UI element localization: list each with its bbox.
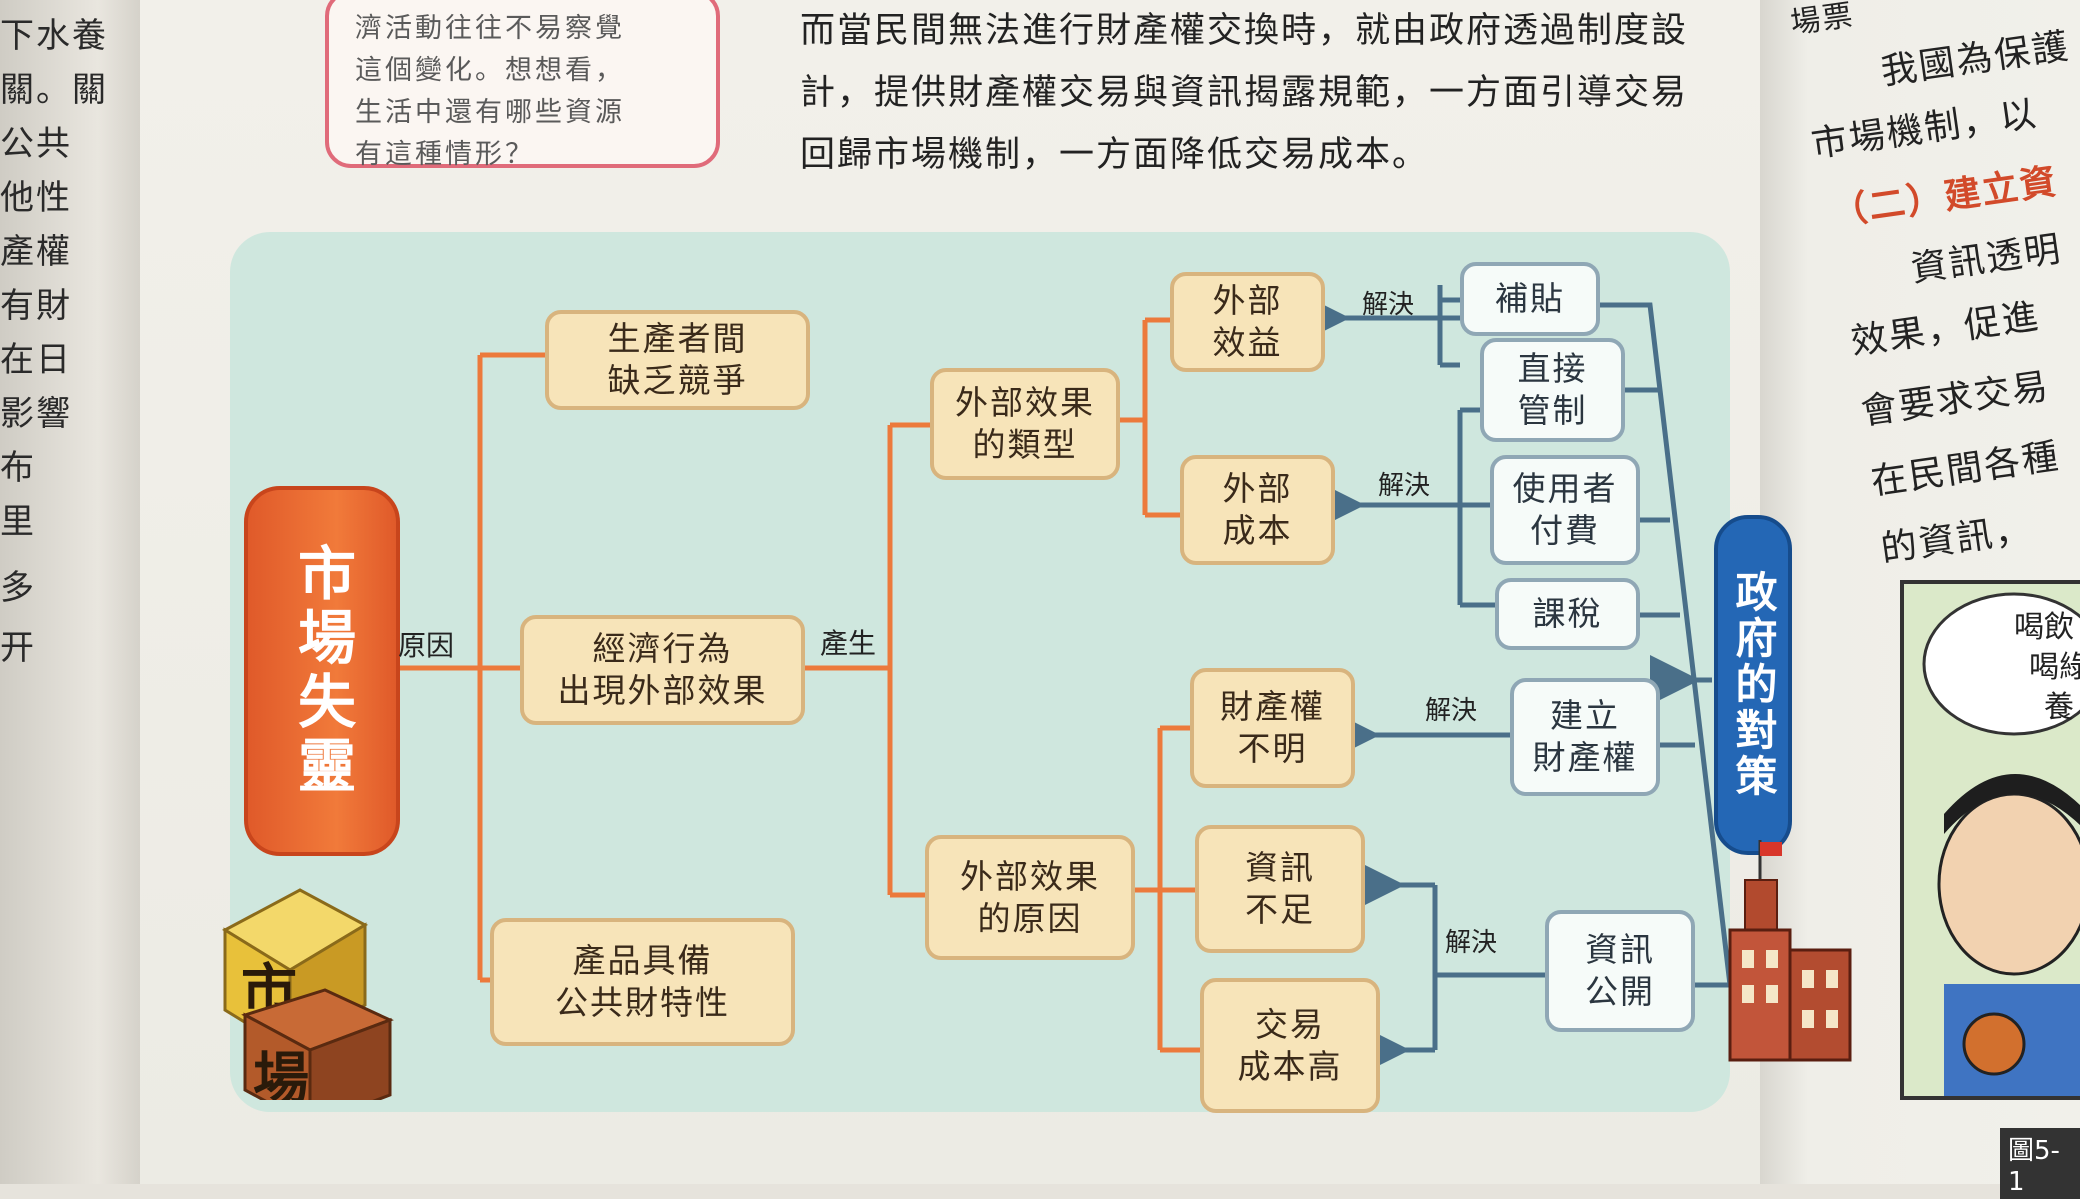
box-line: 不足 bbox=[1245, 890, 1315, 929]
solve-label: 解決 bbox=[1362, 290, 1415, 320]
box-line: 外部效果 bbox=[960, 856, 1100, 896]
body-paragraph: 而當民間無法進行財產權交換時，就由政府透過制度設 計，提供財產權交易與資訊揭露規… bbox=[800, 0, 1688, 186]
cube-bottom-char: 場 bbox=[253, 1047, 309, 1100]
box-line: 公開 bbox=[1585, 972, 1655, 1011]
left-text-line: 布 bbox=[0, 448, 36, 488]
box-line: 外部效果 bbox=[955, 383, 1095, 422]
note-line: 有這種情形？ bbox=[355, 139, 535, 170]
comic-panel: 喝飲 喝綠 養 bbox=[1900, 580, 2080, 1100]
reason-label: 原因 bbox=[398, 629, 455, 662]
left-text-line: 他性 bbox=[0, 178, 72, 218]
policy-subsidy: 補貼 bbox=[1460, 262, 1600, 336]
cause-public-goods: 產品具備 公共財特性 bbox=[490, 918, 795, 1046]
box-line: 成本 bbox=[1222, 511, 1293, 550]
paragraph-line: 回歸市場機制，一方面降低交易成本。 bbox=[800, 135, 1430, 175]
box-line: 產品具備 bbox=[572, 941, 713, 980]
left-text-line: 里 bbox=[0, 502, 36, 542]
box-line: 的原因 bbox=[977, 898, 1083, 938]
left-text-line: 在日 bbox=[0, 340, 72, 380]
information-lacking: 資訊 不足 bbox=[1195, 825, 1365, 953]
paragraph-line: 計，提供財產權交易與資訊揭露規範，一方面引導交易 bbox=[800, 73, 1689, 113]
externality-causes: 外部效果 的原因 bbox=[925, 835, 1135, 960]
speech-text: 喝飲 bbox=[2014, 610, 2074, 645]
box-line: 出現外部效果 bbox=[557, 671, 768, 710]
box-line: 財產權 bbox=[1220, 687, 1325, 726]
solve-label: 解決 bbox=[1445, 928, 1498, 958]
box-line: 公共財特性 bbox=[555, 983, 730, 1022]
external-benefit: 外部 效益 bbox=[1170, 272, 1325, 372]
left-text-line: 下水養 bbox=[0, 16, 108, 56]
left-text-line: 有財 bbox=[0, 286, 72, 326]
note-line: 濟活動往往不易察覺 bbox=[355, 13, 625, 44]
policy-establish-property-rights: 建立 財產權 bbox=[1510, 678, 1660, 796]
box-line: 補貼 bbox=[1495, 279, 1565, 318]
policy-information-disclosure: 資訊 公開 bbox=[1545, 910, 1695, 1032]
government-policy-pill: 政府的對策 bbox=[1714, 515, 1792, 855]
box-line: 資訊 bbox=[1245, 848, 1315, 887]
box-line: 外部 bbox=[1212, 281, 1283, 320]
box-line: 管制 bbox=[1517, 391, 1588, 430]
box-line: 資訊 bbox=[1585, 930, 1655, 969]
policy-user-fee: 使用者 付費 bbox=[1490, 455, 1640, 565]
speech-text: 養 bbox=[2044, 690, 2074, 725]
government-building-icon bbox=[1728, 840, 1852, 1062]
box-line: 缺乏競爭 bbox=[607, 361, 748, 400]
cause-no-competition: 生產者間 缺乏競爭 bbox=[545, 310, 810, 410]
box-line: 外部 bbox=[1222, 469, 1293, 508]
policy-direct-control: 直接 管制 bbox=[1480, 338, 1625, 442]
cause-externality: 經濟行為 出現外部效果 bbox=[520, 615, 805, 725]
produce-label: 產生 bbox=[820, 627, 877, 660]
policy-tax: 課稅 bbox=[1495, 578, 1640, 650]
external-cost: 外部 成本 bbox=[1180, 455, 1335, 565]
market-failure-pill: 市場失靈 bbox=[244, 486, 400, 856]
box-line: 交易 bbox=[1255, 1004, 1325, 1044]
government-policy-title: 政府的對策 bbox=[1729, 570, 1778, 800]
box-line: 生產者間 bbox=[607, 319, 748, 358]
box-line: 付費 bbox=[1530, 511, 1600, 550]
left-text-line: 影響 bbox=[0, 394, 72, 434]
box-line: 的類型 bbox=[972, 425, 1078, 464]
box-line: 財產權 bbox=[1532, 738, 1638, 777]
think-note-box: 濟活動往往不易察覺 這個變化。想想看， 生活中還有哪些資源 有這種情形？ bbox=[325, 0, 720, 170]
box-line: 建立 bbox=[1550, 696, 1620, 735]
externality-types: 外部效果 的類型 bbox=[930, 368, 1120, 480]
box-line: 使用者 bbox=[1512, 469, 1618, 508]
left-text-line: 關。關 bbox=[0, 70, 108, 110]
high-transaction-cost: 交易 成本高 bbox=[1200, 978, 1380, 1113]
speech-text: 喝綠 bbox=[2029, 650, 2080, 685]
left-text-line: 开 bbox=[0, 628, 36, 668]
box-line: 成本高 bbox=[1237, 1046, 1343, 1086]
box-line: 課稅 bbox=[1532, 594, 1603, 633]
box-line: 不明 bbox=[1237, 729, 1308, 768]
cube-illustration: 市 場 bbox=[221, 888, 394, 1100]
left-page: 下水養 關。關 公共 他性 產權 有財 在日 影響 布 里 多 开 bbox=[0, 0, 140, 1184]
left-text-line: 多 bbox=[0, 568, 36, 608]
left-text-line: 公共 bbox=[0, 124, 72, 164]
left-text-line: 產權 bbox=[0, 232, 72, 272]
box-line: 直接 bbox=[1517, 349, 1588, 388]
paragraph-line: 而當民間無法進行財產權交換時，就由政府透過制度設 bbox=[800, 11, 1689, 51]
box-line: 效益 bbox=[1212, 323, 1283, 362]
market-failure-title: 市場失靈 bbox=[288, 543, 356, 799]
property-rights-unclear: 財產權 不明 bbox=[1190, 668, 1355, 788]
solve-label: 解決 bbox=[1378, 471, 1431, 501]
comic-illustration bbox=[1904, 584, 2080, 1096]
note-line: 生活中還有哪些資源 bbox=[355, 97, 625, 128]
box-line: 經濟行為 bbox=[592, 629, 733, 668]
note-line: 這個變化。想想看， bbox=[355, 55, 625, 86]
solve-label: 解決 bbox=[1425, 696, 1478, 726]
